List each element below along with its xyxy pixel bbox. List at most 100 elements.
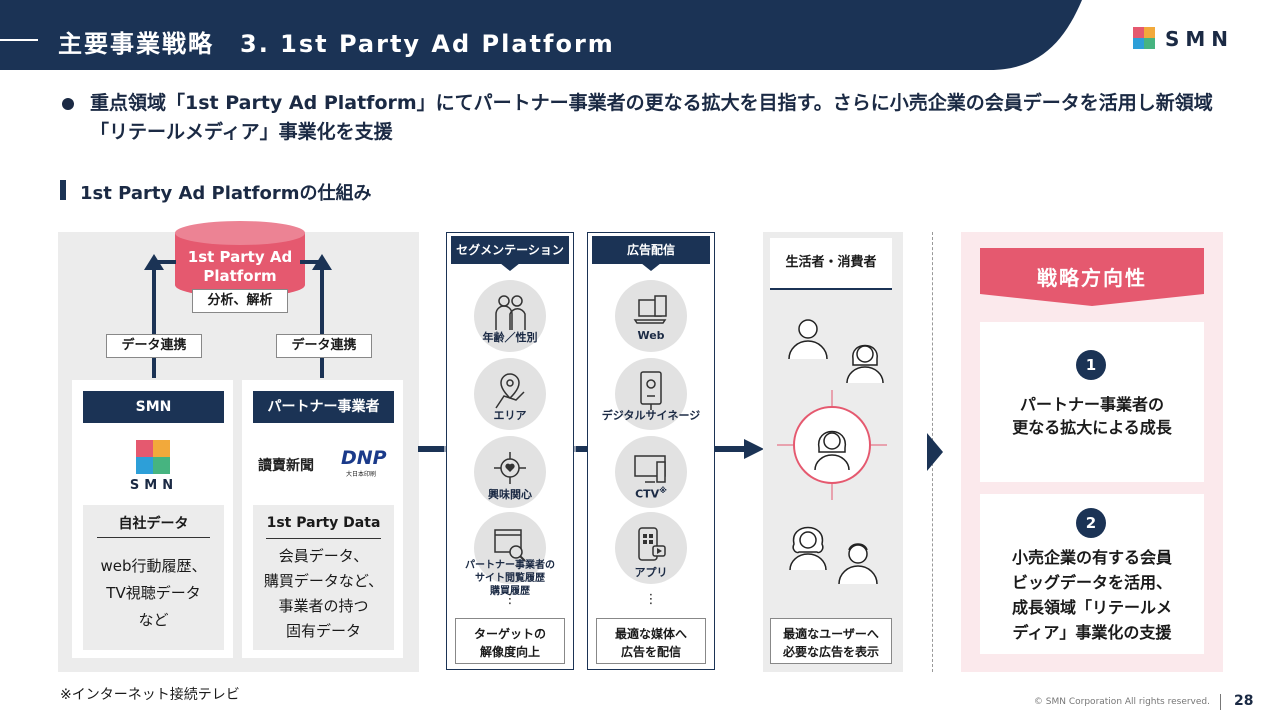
partner-data-line-2: 購買データなど、 <box>263 572 384 590</box>
segment-area <box>474 358 546 430</box>
smn-data-line-1: web行動履歴、 <box>100 557 207 575</box>
curly-hair-person-icon <box>789 526 827 571</box>
page-number: 28 <box>1234 693 1254 709</box>
segmentation-footer <box>455 618 565 664</box>
segment-browsing-label-3: 購買履歴 <box>490 586 530 597</box>
smn-data-line-3: など <box>138 611 169 629</box>
data-flow-arrows <box>144 254 332 378</box>
channel-app-label: アプリ <box>634 566 668 579</box>
analysis-tag: 分析、解析 <box>192 289 288 313</box>
tv-icon <box>634 455 666 483</box>
partner-data-line-3: 事業者の持つ <box>278 597 369 615</box>
smn-card-header: SMN <box>83 391 224 423</box>
channel-app <box>615 512 687 584</box>
smn-logo-mark <box>1133 27 1155 49</box>
target-user-icon <box>777 390 887 500</box>
bullet-dot <box>62 98 74 110</box>
smartphone-icon <box>638 527 666 561</box>
channel-ctv-text: CTV <box>635 487 660 501</box>
dnp-logo-sub: 大日本印刷 <box>346 471 377 478</box>
people-icon <box>495 295 526 330</box>
distribution-footer-line-2: 広告を配信 <box>620 645 681 659</box>
channel-ctv-label: CTV※ <box>596 486 706 501</box>
partner-data-panel <box>253 505 394 650</box>
channel-ctv <box>615 436 687 508</box>
segment-browsing-label-1: パートナー事業者の <box>465 560 555 571</box>
smn-data-title: 自社データ <box>118 516 189 532</box>
footer-divider <box>1220 694 1221 710</box>
smn-logo: SMN <box>1133 27 1243 51</box>
partner-data-line-4: 固有データ <box>285 622 361 640</box>
partner-data-title: 1st Party Data <box>266 515 381 531</box>
smn-logo-text: SMN <box>1165 27 1235 51</box>
strategy-item-1-line-2: 更なる拡大による成長 <box>1012 418 1172 437</box>
smn-data-title-rule <box>97 537 210 538</box>
distribution-header-notch <box>641 263 661 271</box>
segmentation-ellipsis: ⋮ <box>503 592 517 607</box>
channel-ctv-mark: ※ <box>659 486 667 495</box>
header-background <box>0 0 1082 70</box>
distribution-footer <box>596 618 706 664</box>
segment-age-gender-label: 年齢／性別 <box>482 331 538 344</box>
distribution-ellipsis: ⋮ <box>644 592 658 607</box>
strategy-item-2-line-3: 成長領域「リテールメ <box>1011 598 1172 617</box>
segment-age-gender <box>474 280 546 352</box>
segment-area-label: エリア <box>493 409 527 422</box>
header-bar: 主要事業戦略 3. 1st Party Ad Platform SMN <box>0 0 1280 70</box>
footnote: ※インターネット接続テレビ <box>60 687 240 703</box>
link-tag-left: データ連携 <box>106 334 202 358</box>
partner-data-title-rule <box>266 538 381 539</box>
partner-card-header: パートナー事業者 <box>253 391 394 423</box>
yomiuri-logo: 讀賣新聞 <box>258 458 314 474</box>
strategy-item-2-line-2: ビッグデータを活用、 <box>1011 573 1172 592</box>
strategy-item-2-line-1: 小売企業の有する会員 <box>1011 548 1172 567</box>
smn-data-panel <box>83 505 224 650</box>
smn-card-logo-text: SMN <box>129 478 179 493</box>
distribution-header: 広告配信 <box>592 236 710 264</box>
segmentation-footer-line-1: ターゲットの <box>473 627 546 641</box>
segmentation-header-notch <box>500 263 520 271</box>
strategy-number-1: 1 <box>1076 350 1106 380</box>
partner-data-line-1: 会員データ、 <box>278 547 369 565</box>
database-label-2: Platform <box>203 267 277 285</box>
distribution-footer-line-1: 最適な媒体へ <box>614 627 687 641</box>
section-marker <box>60 180 66 200</box>
person-icon <box>788 319 828 360</box>
channel-web-label: Web <box>637 329 665 342</box>
channel-signage-label: デジタルサイネージ <box>601 409 701 422</box>
segmentation-header: セグメンテーション <box>451 236 569 264</box>
section-title: 1st Party Ad Platformの仕組み <box>80 183 372 204</box>
database-label-1: 1st Party Ad <box>187 248 293 266</box>
database-icon <box>175 221 305 297</box>
strategy-item-1-line-1: パートナー事業者の <box>1019 395 1164 414</box>
strategy-header: 戦略方向性 <box>1037 266 1147 290</box>
signage-icon <box>640 371 662 410</box>
segment-browsing <box>474 512 546 584</box>
smn-data-line-2: TV視聴データ <box>106 584 201 602</box>
woman-icon <box>846 344 884 384</box>
map-pin-icon <box>495 373 525 409</box>
consumer-header: 生活者・消費者 <box>770 238 892 290</box>
chevron-right-icon <box>927 433 943 471</box>
consumer-footer <box>770 618 892 664</box>
strategy-card-1 <box>980 322 1204 482</box>
copyright: © SMN Corporation All rights reserved. <box>1033 697 1210 707</box>
link-tag-right: データ連携 <box>276 334 372 358</box>
consumer-footer-line-1: 最適なユーザーへ <box>783 627 879 641</box>
heart-network-icon <box>494 452 526 484</box>
lead-text: 重点領域「1st Party Ad Platform」にてパートナー事業者の更な… <box>90 92 1213 143</box>
smn-card-logo-mark <box>136 440 170 474</box>
strategy-number-2: 2 <box>1076 508 1106 538</box>
laptop-icon <box>633 295 667 324</box>
channel-web <box>615 280 687 352</box>
segment-interest <box>474 436 546 508</box>
segmentation-footer-line-2: 解像度向上 <box>479 645 540 659</box>
strategy-item-2-line-4: ディア」事業化の支援 <box>1012 623 1172 642</box>
consumer-footer-line-2: 必要な広告を表示 <box>782 645 879 659</box>
channel-signage <box>615 358 687 430</box>
segment-interest-label: 興味関心 <box>488 488 532 501</box>
man-icon <box>838 543 878 585</box>
segment-browsing-label-2: サイト閲覧履歴 <box>475 573 545 584</box>
page-title: 主要事業戦略 3. 1st Party Ad Platform <box>58 30 615 58</box>
browser-search-icon <box>494 529 526 562</box>
